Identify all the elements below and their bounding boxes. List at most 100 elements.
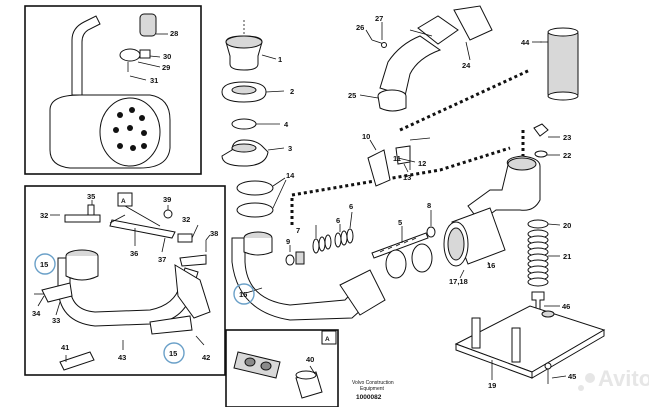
- label-29: 29: [162, 63, 170, 72]
- label-24: 24: [462, 61, 471, 70]
- label-44: 44: [521, 38, 530, 47]
- part-44-can-shape: [547, 31, 579, 97]
- detail-marker-box-a2: [321, 330, 337, 345]
- caption-line-2: Equipment: [360, 386, 385, 392]
- guide-line-top: [399, 68, 531, 132]
- detail-flange-shape: [174, 264, 211, 319]
- main-right-assembly: 27 26 24 25 44 23 22 20 21 16 17,18 46 1…: [348, 5, 606, 390]
- label-22: 22: [563, 151, 571, 160]
- label-4: 4: [284, 120, 289, 129]
- part-14-ring-a-shape: [236, 180, 274, 196]
- inset-overview-frame: [24, 5, 202, 175]
- part-7-spring-shape: [312, 234, 332, 254]
- part-32-bracket-shape: [64, 214, 101, 223]
- base-stud-b-shape: [511, 327, 521, 363]
- label-2: 2: [290, 87, 294, 96]
- label-6: 6: [336, 216, 340, 225]
- label-15-b: 15: [169, 349, 177, 358]
- callout-circle-15-a: [34, 253, 56, 275]
- inset-detail-frame: [24, 185, 226, 376]
- part-nut-a-shape: [295, 251, 305, 265]
- watermark: Avito: [578, 366, 649, 391]
- part-8-shape: [426, 226, 436, 238]
- label-17-18: 17,18: [449, 277, 468, 286]
- label-25: 25: [348, 91, 356, 100]
- watermark-text: Avito: [598, 366, 649, 391]
- part-30-shape: [139, 49, 151, 59]
- detail-lower-bracket-shape: [149, 315, 193, 335]
- part-10-shape: [367, 149, 391, 187]
- label-32-a: 32: [40, 211, 48, 220]
- inset-detail-a-frame: [225, 329, 339, 407]
- watermark-dot-icon: [585, 373, 595, 383]
- label-30: 30: [163, 52, 171, 61]
- callout-circle-15-b: [163, 342, 185, 364]
- label-32-b: 32: [182, 215, 190, 224]
- part-35-shape: [87, 204, 95, 216]
- part-29-shape: [119, 48, 141, 62]
- label-23: 23: [563, 133, 571, 142]
- label-36: 36: [130, 249, 138, 258]
- label-8-a: 7: [296, 226, 300, 235]
- drawing-caption: Volvo Construction Equipment 1000082: [352, 380, 394, 401]
- part-25-collar-shape: [377, 95, 407, 112]
- part-39-shape: [163, 209, 173, 219]
- part-4-shape: [231, 118, 257, 130]
- label-6-b: 6: [349, 202, 353, 211]
- part-37-bracket-shape: [179, 254, 207, 267]
- inset-overview: 28 30 29 31: [24, 5, 202, 175]
- label-8: 8: [427, 201, 431, 210]
- caption-line-1: Volvo Construction: [352, 380, 394, 386]
- inset-detail-a: A 40: [225, 329, 339, 407]
- detail-pipe-collar-shape: [65, 256, 99, 281]
- label-39: 39: [163, 195, 171, 204]
- label-38: 38: [210, 229, 218, 238]
- callout-circle-15-c: [233, 283, 255, 305]
- tailpipe-shape: [71, 15, 101, 96]
- base-stud-a-shape: [471, 317, 481, 349]
- label-10: 10: [362, 132, 370, 141]
- label-16: 16: [487, 261, 495, 270]
- part-28-shape: [139, 13, 157, 37]
- detail-marker-a1: A: [121, 198, 126, 205]
- label-26: 26: [356, 23, 364, 32]
- part-42-bolt-shape: [195, 335, 205, 346]
- label-42: 42: [202, 353, 210, 362]
- label-1: 1: [278, 55, 282, 64]
- muffler-holes: [113, 107, 147, 151]
- part-14-ring-b-shape: [236, 202, 274, 218]
- part-ring-d-shape: [411, 243, 433, 273]
- label-33: 33: [52, 316, 60, 325]
- label-43: 43: [118, 353, 126, 362]
- part-40-bracket-shape: [233, 351, 281, 379]
- part-22-shape: [534, 150, 548, 158]
- label-9: 9: [286, 237, 290, 246]
- label-34: 34: [32, 309, 41, 318]
- label-14: 14: [286, 171, 295, 180]
- detail-marker-a2: A: [325, 336, 330, 343]
- part-24-flange-b-shape: [453, 5, 493, 41]
- main-pipe-flange-shape: [339, 269, 386, 316]
- label-20: 20: [563, 221, 571, 230]
- label-13: 13: [403, 173, 411, 182]
- part-25-bend-shape: [379, 35, 442, 97]
- part-41-shape: [59, 351, 95, 371]
- label-15-a: 15: [40, 260, 48, 269]
- label-28: 28: [170, 29, 178, 38]
- label-21: 21: [563, 252, 571, 261]
- guide-line-upper: [290, 146, 511, 225]
- label-19: 19: [488, 381, 496, 390]
- drawing-number: 1000082: [356, 394, 382, 401]
- inset-detail-assembly: 32 35 A 39 32 38 36 37 15 34 33 41 43 15…: [24, 185, 226, 376]
- label-3: 3: [288, 144, 292, 153]
- part-24-flange-a-shape: [417, 15, 459, 45]
- part-33-shape: [41, 282, 73, 303]
- main-pipe-collar-shape: [243, 238, 273, 256]
- label-41: 41: [61, 343, 69, 352]
- part-32b-shape: [177, 233, 193, 243]
- part-6-spring-shape: [334, 228, 354, 248]
- part-12-bolt-shape: [409, 137, 431, 141]
- label-40: 40: [306, 355, 314, 364]
- main-center-column: 1 2 4 3 14 15: [221, 20, 386, 321]
